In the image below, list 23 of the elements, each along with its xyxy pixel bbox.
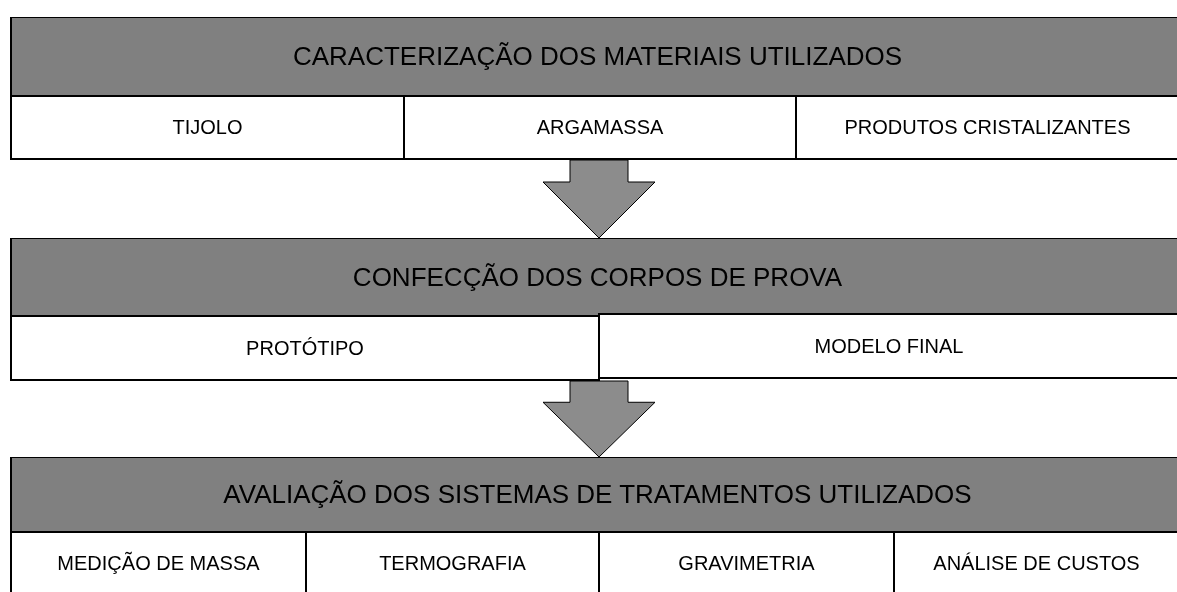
item-label: GRAVIMETRIA [678,552,815,575]
item-label: PROTÓTIPO [246,336,364,360]
stage-title: CARACTERIZAÇÃO DOS MATERIAIS UTILIZADOS [292,41,903,72]
item-box [598,313,1177,379]
item-box [10,315,600,381]
stage-title: CONFECÇÃO DOS CORPOS DE PROVA [352,261,843,293]
stage-header-band [10,238,1177,316]
item-label: TIJOLO [172,116,243,139]
stage-header-band [10,17,1177,96]
item-box [10,95,405,160]
item-label: TERMOGRAFIA [379,552,526,575]
stage-header-band [10,457,1177,532]
item-label: ARGAMASSA [536,116,664,139]
item-label: MODELO FINAL [814,334,964,358]
item-label: MEDIÇÃO DE MASSA [57,552,260,575]
item-label: PRODUTOS CRISTALIZANTES [844,116,1131,139]
stage-title: AVALIAÇÃO DOS SISTEMAS DE TRATAMENTOS UTILIZADOS [223,479,972,510]
item-box [795,95,1177,160]
item-label: ANÁLISE DE CUSTOS [933,552,1140,575]
item-box [10,531,307,592]
block-arrow [542,159,656,239]
block-arrow [542,380,656,458]
item-box [403,95,797,160]
